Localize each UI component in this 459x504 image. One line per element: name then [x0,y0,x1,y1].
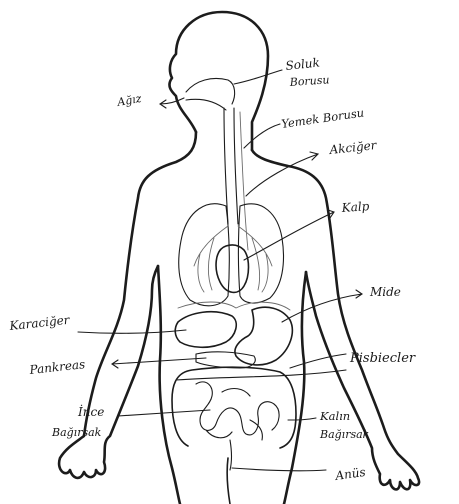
lungs [179,204,284,306]
label-soluk-borusu-line2: Borusu [288,73,330,89]
head-outline [169,12,268,150]
pointer-ince-bagirsak [118,410,210,416]
label-ince-bagirsak-line2: Bağırsak [51,426,102,439]
rectum [230,440,232,470]
left-bronchi [194,226,228,292]
label-agiz: Ağız [115,92,142,109]
pointer-anus [232,468,326,471]
label-akciger: Akciğer [328,138,378,157]
pointer-yemek-borusu [244,124,280,148]
right-bronchi [238,226,272,292]
label-karaciger: Karaciğer [8,313,71,333]
label-kalin-bagirsak-line2: Bağırsak [319,428,370,441]
label-kalin-bagirsak-line1: Kalın [319,409,350,423]
pointer-akciger [246,152,318,196]
pointer-kalin-bagirsak [288,418,316,420]
left-lung [179,204,230,306]
trachea-right-wall [234,108,238,224]
mouth-passage [186,99,226,110]
right-torso [284,272,306,504]
small-intestine-coils [196,382,279,440]
pointer-mide [282,290,362,322]
nasal-passage [186,79,235,105]
pointer-kalp [244,210,334,260]
liver [175,312,236,348]
label-pankreas: Pankreas [28,357,86,377]
label-kalp: Kalp [340,199,370,215]
pointer-karaciger [78,330,186,333]
leg-gap [227,458,230,504]
pointer-soluk-borusu [234,70,282,84]
left-torso [158,266,180,504]
label-yemek-borusu: Yemek Borusu [280,106,364,131]
esophagus-wall [240,112,248,250]
label-soluk-borusu-line1: Soluk [285,55,321,73]
label-pisbiecler: Pisbiecler [349,351,416,366]
stomach [235,307,292,365]
label-ince-bagirsak-line1: İnce [77,404,104,419]
label-mide: Mide [369,285,401,299]
pancreas [196,352,255,368]
heart [216,245,248,293]
label-anus: Anüs [333,465,366,483]
intestines [172,367,296,470]
labels: Soluk Borusu Ağız Yemek Borusu Akciğer K… [8,55,416,483]
